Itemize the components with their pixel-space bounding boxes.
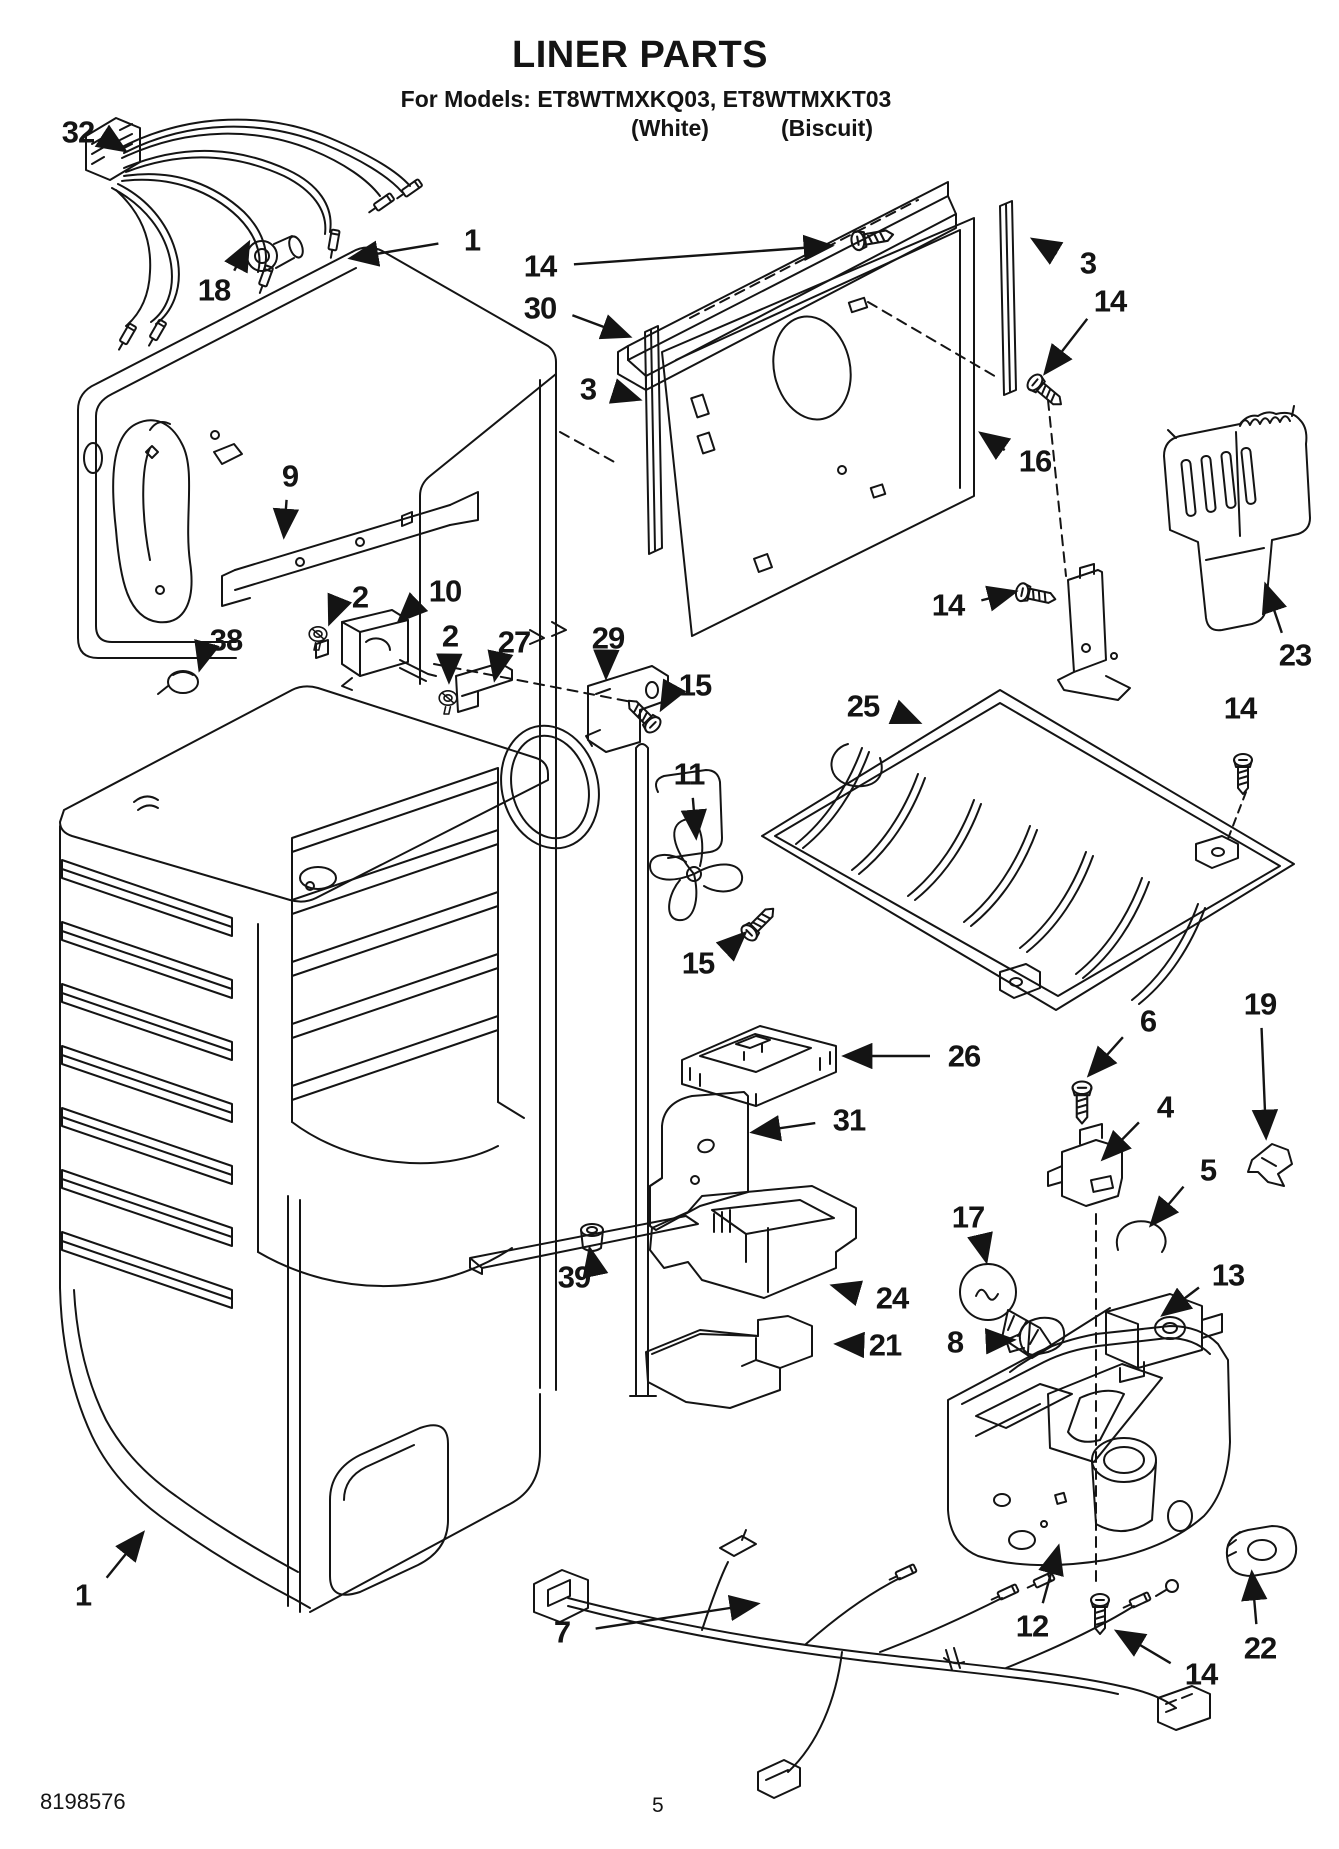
fan-11 [649, 769, 744, 922]
screw-2b [438, 689, 458, 715]
assembly-guides [433, 621, 633, 703]
page-number: 5 [652, 1794, 664, 1817]
back-panel-assembly [559, 181, 1017, 637]
callout-22[interactable]: 22 [1243, 1630, 1277, 1666]
bracket-9 [221, 491, 479, 607]
callout-15[interactable]: 15 [678, 667, 712, 703]
callout-14[interactable]: 14 [931, 587, 965, 623]
callout-3[interactable]: 3 [1079, 245, 1097, 281]
console-12 [947, 1325, 1231, 1567]
callout-39[interactable]: 39 [557, 1259, 591, 1295]
callout-14[interactable]: 14 [523, 248, 557, 284]
retainer-5 [1115, 1220, 1167, 1253]
callout-3[interactable]: 3 [579, 371, 597, 407]
callout-13[interactable]: 13 [1211, 1257, 1245, 1293]
callout-11[interactable]: 11 [673, 756, 706, 792]
callout-18[interactable]: 18 [197, 272, 231, 308]
callout-15[interactable]: 15 [681, 945, 715, 981]
part-31-plate [649, 1091, 749, 1231]
liner-top-section [77, 246, 557, 685]
callout-1[interactable]: 1 [463, 222, 481, 258]
callout-21[interactable]: 21 [868, 1327, 902, 1363]
screw-2a [308, 625, 328, 651]
screw-15b [737, 901, 781, 945]
shelf-panel-25 [761, 689, 1295, 1011]
liner-cabinet [59, 373, 557, 1613]
callout-16[interactable]: 16 [1018, 443, 1052, 479]
thermostat-13 [1009, 1293, 1223, 1383]
socket-4 [1047, 1123, 1123, 1589]
callout-9[interactable]: 9 [281, 458, 299, 494]
callout-30[interactable]: 30 [523, 290, 557, 326]
callout-38[interactable]: 38 [209, 622, 243, 658]
callout-6[interactable]: 6 [1139, 1003, 1157, 1039]
callout-31[interactable]: 31 [832, 1102, 866, 1138]
gasket-ring [500, 724, 600, 850]
callout-19[interactable]: 19 [1243, 986, 1277, 1022]
screw-14c [1013, 581, 1059, 610]
document-number: 8198576 [40, 1789, 126, 1814]
knob-22 [1226, 1525, 1298, 1577]
models-line: For Models: ET8WTMXKQ03, ET8WTMXKT03 [400, 86, 892, 112]
clip-19 [1247, 1143, 1293, 1187]
plug-38 [157, 670, 199, 695]
callout-5[interactable]: 5 [1199, 1152, 1217, 1188]
callout-10[interactable]: 10 [428, 573, 462, 609]
page-title: LINER PARTS [511, 34, 769, 76]
callout-2[interactable]: 2 [351, 579, 369, 615]
callout-24[interactable]: 24 [875, 1280, 909, 1316]
color-label-biscuit: (Biscuit) [781, 115, 873, 141]
side-bracket [1047, 399, 1131, 701]
callout-25[interactable]: 25 [846, 688, 880, 724]
callout-27[interactable]: 27 [497, 624, 531, 660]
callout-2[interactable]: 2 [441, 618, 459, 654]
callout-29[interactable]: 29 [591, 620, 625, 656]
callout-26[interactable]: 26 [947, 1038, 981, 1074]
screw-14d [1233, 753, 1253, 795]
callout-14[interactable]: 14 [1223, 690, 1257, 726]
harness-32 [85, 117, 424, 353]
callout-7[interactable]: 7 [553, 1614, 571, 1650]
callout-32[interactable]: 32 [61, 114, 95, 150]
part-24-duct [649, 1185, 857, 1299]
part-21-foam [645, 1315, 813, 1409]
screw-14b [1023, 370, 1068, 413]
callout-14[interactable]: 14 [1184, 1656, 1218, 1692]
color-label-white: (White) [631, 115, 709, 141]
damper-10 [315, 609, 437, 691]
air-duct-23 [1163, 405, 1311, 632]
callout-12[interactable]: 12 [1015, 1608, 1049, 1644]
part-26-block [681, 1025, 837, 1107]
harness-7 [533, 1529, 1211, 1799]
callout-17[interactable]: 17 [951, 1199, 985, 1235]
bracket-29 [585, 665, 669, 753]
callout-4[interactable]: 4 [1156, 1089, 1174, 1125]
callout-1[interactable]: 1 [74, 1577, 92, 1613]
callout-14[interactable]: 14 [1093, 283, 1127, 319]
screw-15a [621, 693, 665, 737]
vertical-trim-strip [629, 743, 657, 1397]
bulb-17 [959, 1263, 1053, 1359]
bracket-27 [455, 662, 513, 713]
callout-8[interactable]: 8 [946, 1324, 964, 1360]
screw-6 [1071, 1080, 1093, 1125]
callout-23[interactable]: 23 [1278, 637, 1312, 673]
